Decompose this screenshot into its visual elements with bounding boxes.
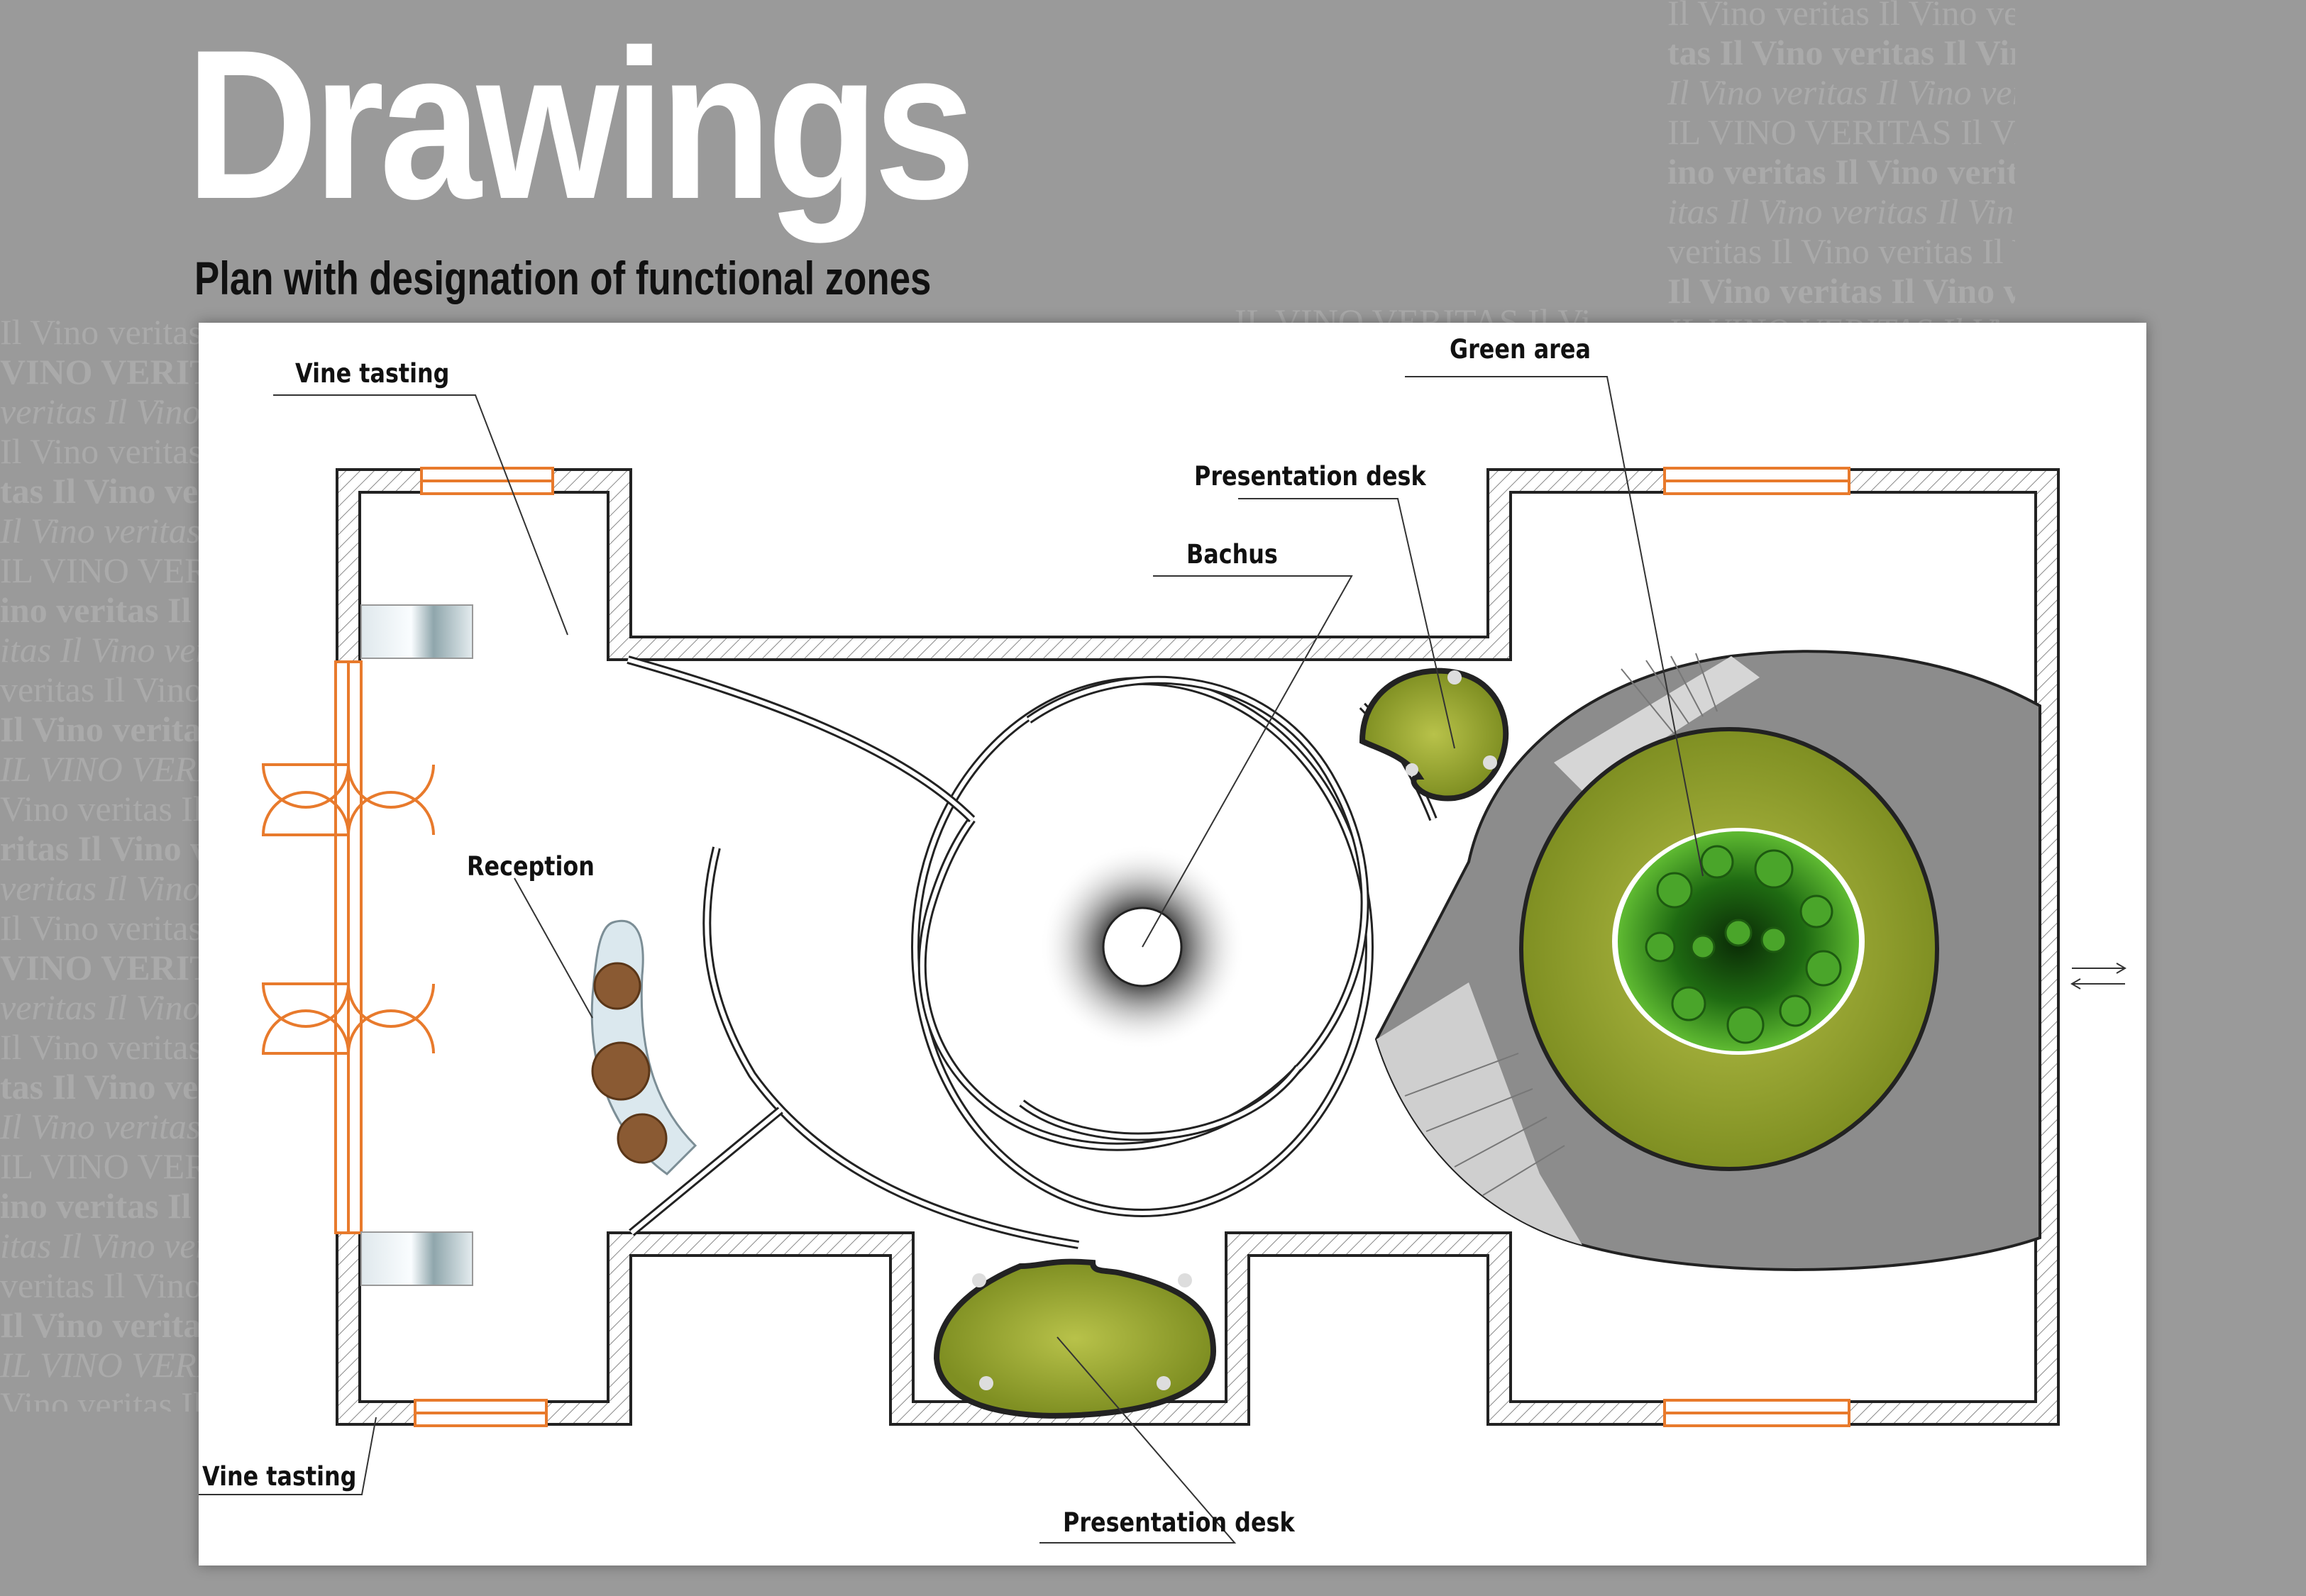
- watermark-line: Vino veritas Il Vino veritas: [0, 1385, 199, 1412]
- watermark-line: veritas Il Vino veritas Il Vi: [0, 868, 199, 908]
- watermark-line: IL VINO VERITAS Il Vino veri: [1667, 311, 2015, 326]
- watermark-line: ino veritas Il Vino veritas Il: [0, 1186, 199, 1226]
- entrance-door-upper[interactable]: [261, 763, 435, 836]
- exit-arrows-icon: [2070, 963, 2126, 990]
- watermark-line: Il Vino veritas Il Vino veritas: [0, 312, 199, 352]
- green-area: [1519, 727, 1939, 1171]
- entrance-door-lower[interactable]: [261, 982, 435, 1055]
- watermark-line: IL VINO VERITAS Il Vino veri: [0, 749, 199, 789]
- label-bachus: Bachus: [1186, 539, 1278, 570]
- watermark-line: tas Il Vino veritas Il Vino ver: [0, 471, 199, 511]
- tasting-table-top: [360, 604, 473, 659]
- watermark-line: itas Il Vino veritas Il Vino v: [0, 1226, 199, 1265]
- label-presentation-desk-bottom: Presentation desk: [1063, 1507, 1295, 1538]
- watermark-line: veritas Il Vino veritas Il Vino: [0, 392, 199, 431]
- watermark-line: Il Vino veritas Il Vino verit: [1667, 271, 2015, 311]
- watermark-line: Il Vino veritas Il Vino veritas: [0, 908, 199, 948]
- watermark-line: ritas Il Vino veritas Il Vino: [0, 829, 199, 868]
- watermark-line: veritas Il Vino veritas Il Vino: [0, 987, 199, 1027]
- label-green-area: Green area: [1450, 334, 1591, 365]
- label-vine-tasting-top: Vine tasting: [295, 358, 450, 389]
- plan-sheet: Vine tasting Green area Presentation des…: [199, 323, 2146, 1565]
- label-presentation-desk-top: Presentation desk: [1194, 461, 1426, 492]
- label-vine-tasting-bottom: Vine tasting: [202, 1461, 357, 1492]
- watermark-line: itas Il Vino veritas Il Vino v: [0, 630, 199, 670]
- page-subtitle: Plan with designation of functional zone…: [194, 252, 932, 304]
- watermark-line: Il Vino veritas Il Vino veritas: [1667, 0, 2015, 33]
- watermark-line: VINO VERITAS Il Vino veritas: [0, 352, 199, 392]
- floor-plan-drawing: [199, 376, 2126, 1544]
- watermark-line: tas Il Vino veritas Il Vino ver: [1667, 33, 2015, 72]
- presentation-desk-top: [1359, 667, 1509, 802]
- watermark-line: Vino veritas Il Vino veritas: [0, 789, 199, 829]
- watermark-line: ino veritas Il Vino veritas Il: [0, 590, 199, 630]
- watermark-line: veritas Il Vino veritas Il Vin: [0, 670, 199, 709]
- presentation-desk-bottom: [933, 1258, 1217, 1419]
- watermark-line: Il Vino veritas Il Vino veritas: [0, 431, 199, 471]
- watermark-line: veritas Il Vino veritas Il Vin: [1667, 231, 2015, 271]
- watermark-line: Il Vino veritas Il Vino verit: [0, 709, 199, 749]
- page-title: Drawings: [186, 5, 976, 243]
- watermark-line: Il Vino veritas Il Vino verit: [0, 1305, 199, 1345]
- central-chamber: [627, 655, 1438, 1249]
- watermark-line: IL VINO VERITAS Il Vino veri: [0, 1345, 199, 1385]
- windows: [334, 467, 1850, 1427]
- label-reception: Reception: [467, 851, 595, 882]
- watermark-line: Il Vino veritas Il Vino veritas: [0, 511, 199, 550]
- watermark-line: tas Il Vino veritas Il Vino ver: [0, 1067, 199, 1107]
- watermark-top-mid: IL VINO VERITAS Il Vino veritasino verit…: [1235, 301, 1589, 324]
- watermark-line: IL VINO VERITAS Il Vino veritas: [0, 550, 199, 590]
- watermark-line: IL VINO VERITAS Il Vino veritas: [1235, 301, 1589, 324]
- watermark-line: ino veritas Il Vino veritas Il: [1667, 152, 2015, 192]
- watermark-line: Il Vino veritas Il Vino veritas: [0, 1107, 199, 1146]
- tasting-table-bottom: [360, 1231, 473, 1286]
- watermark-line: itas Il Vino veritas Il Vino v: [1667, 192, 2015, 231]
- exterior-walls: [336, 468, 2060, 1426]
- watermark-line: IL VINO VERITAS Il Vino veritas: [0, 1146, 199, 1186]
- watermark-line: Il Vino veritas Il Vino veritas: [1667, 72, 2015, 112]
- watermark-line: VINO VERITAS Il Vino veritas: [0, 948, 199, 987]
- reception-desk: [590, 919, 697, 1175]
- watermark-line: IL VINO VERITAS Il Vino veritas: [1667, 112, 2015, 152]
- watermark-line: veritas Il Vino veritas Il Vin: [0, 1265, 199, 1305]
- label-leaders: [199, 376, 1704, 1544]
- watermark-line: Il Vino veritas Il Vino veritas: [0, 1027, 199, 1067]
